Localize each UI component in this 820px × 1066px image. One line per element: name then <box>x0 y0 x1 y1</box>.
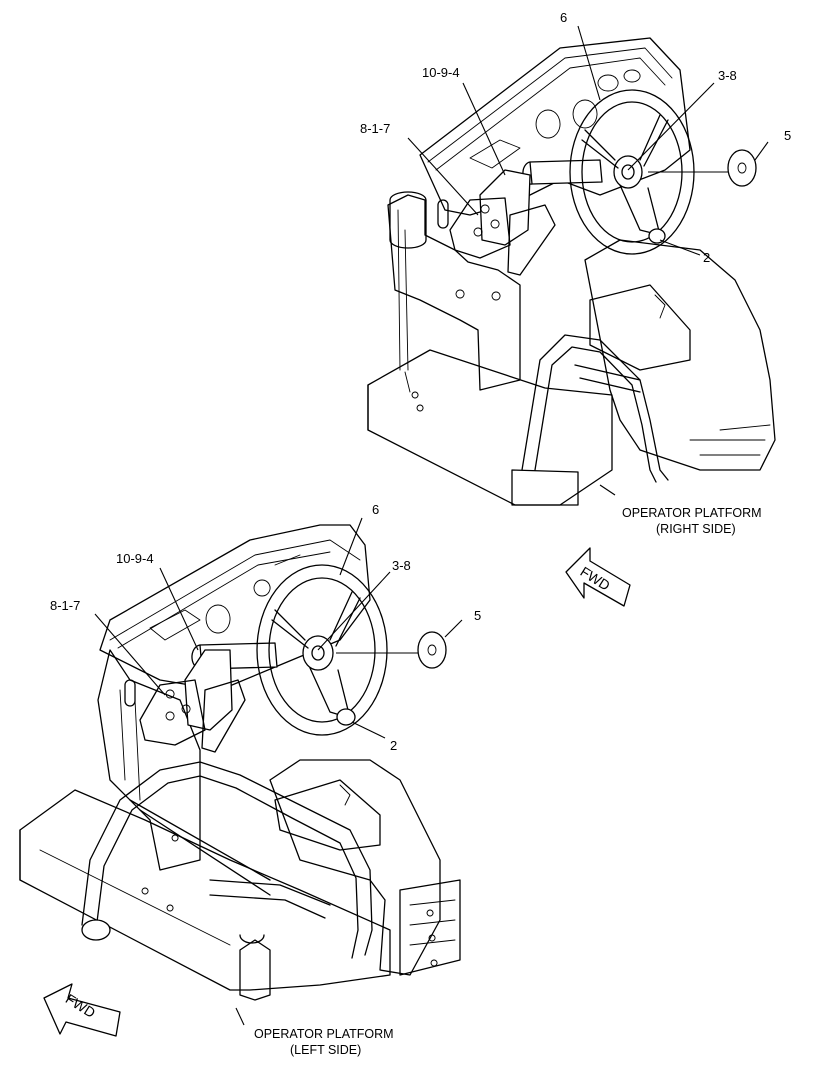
callout-l-8-1-7: 8-1-7 <box>50 598 80 613</box>
fwd-arrow-left: FWD <box>43 983 121 1037</box>
callout-r-6: 6 <box>560 10 567 25</box>
caption-left-line1: OPERATOR PLATFORM <box>254 1027 394 1041</box>
left-side-assembly: 6 10-9-4 3-8 8-1-7 5 2 OPERATOR PLATFORM… <box>19 502 481 1057</box>
callout-l-2: 2 <box>390 738 397 753</box>
callout-l-5: 5 <box>474 608 481 623</box>
caption-right-line1: OPERATOR PLATFORM <box>622 506 762 520</box>
callout-l-10-9-4: 10-9-4 <box>116 551 154 566</box>
callout-l-3-8: 3-8 <box>392 558 411 573</box>
right-side-assembly: 6 10-9-4 3-8 8-1-7 5 2 OPERATOR PLATFORM… <box>360 10 791 536</box>
callout-r-3-8: 3-8 <box>718 68 737 83</box>
caption-left-line2: (LEFT SIDE) <box>290 1043 361 1057</box>
callout-r-10-9-4: 10-9-4 <box>422 65 460 80</box>
callout-r-5: 5 <box>784 128 791 143</box>
fwd-arrow-right: FWD <box>565 547 631 607</box>
caption-right-line2: (RIGHT SIDE) <box>656 522 736 536</box>
callout-l-6: 6 <box>372 502 379 517</box>
callout-r-8-1-7: 8-1-7 <box>360 121 390 136</box>
callout-r-2: 2 <box>703 250 710 265</box>
